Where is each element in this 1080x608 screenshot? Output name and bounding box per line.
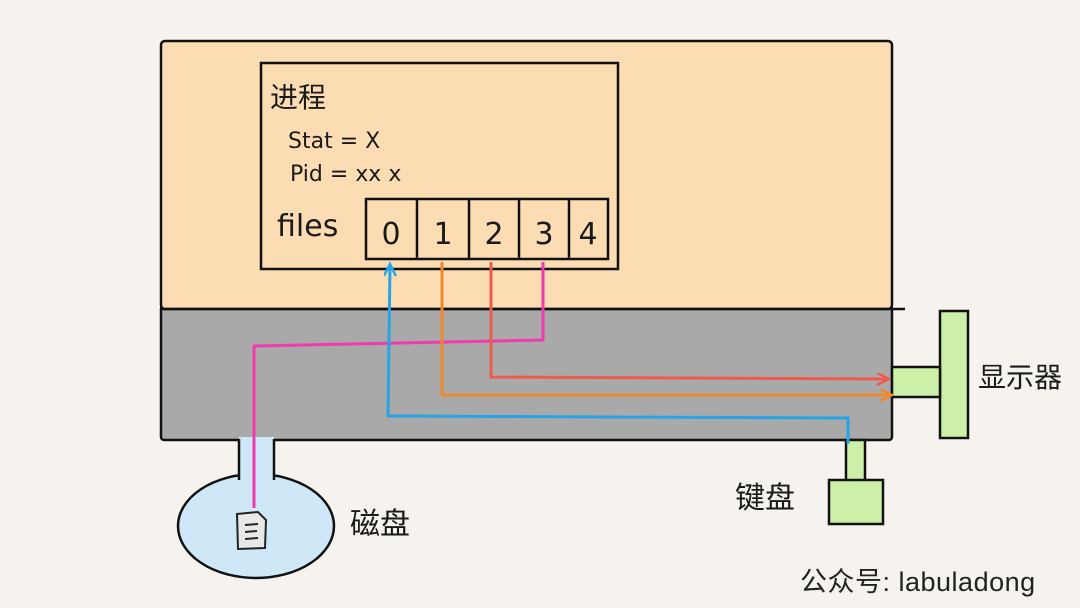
fd3-to-disk-arrow xyxy=(252,262,545,508)
disk-device: 磁盘 xyxy=(176,437,410,580)
fd-cell-2: 2 xyxy=(484,217,503,252)
keyboard-body xyxy=(827,478,885,526)
fd-cell-0: 0 xyxy=(381,217,400,252)
process-pid: Pid = xx x xyxy=(290,162,401,187)
fd2-to-display-arrow xyxy=(489,262,888,379)
display-device: 显示器 xyxy=(890,309,1062,440)
files-label: files xyxy=(277,209,338,244)
kernel-space-region xyxy=(159,304,894,442)
document-icon xyxy=(235,510,268,551)
fd-cell-1: 1 xyxy=(433,217,452,252)
keyboard-label: 键盘 xyxy=(735,481,795,516)
process-box xyxy=(259,61,620,271)
fd-table: 0 1 2 3 4 xyxy=(364,197,610,261)
watermark: 公众号: labuladong xyxy=(800,567,1036,597)
display-connector xyxy=(890,365,942,399)
display-panel xyxy=(938,309,970,440)
disk-neck xyxy=(239,437,274,479)
fd1-to-display-arrow xyxy=(440,262,891,395)
display-label: 显示器 xyxy=(978,361,1062,394)
keyboard-neck xyxy=(844,438,867,484)
keyboard-to-fd0-arrow xyxy=(388,265,850,444)
disk-label: 磁盘 xyxy=(350,507,410,542)
keyboard-device: 键盘 xyxy=(735,438,885,526)
process-stat: Stat = X xyxy=(288,129,380,154)
fd-cell-4: 4 xyxy=(578,217,597,252)
process-title: 进程 xyxy=(270,81,326,114)
fd-cell-3: 3 xyxy=(534,217,553,252)
fd-table-border xyxy=(364,197,610,261)
